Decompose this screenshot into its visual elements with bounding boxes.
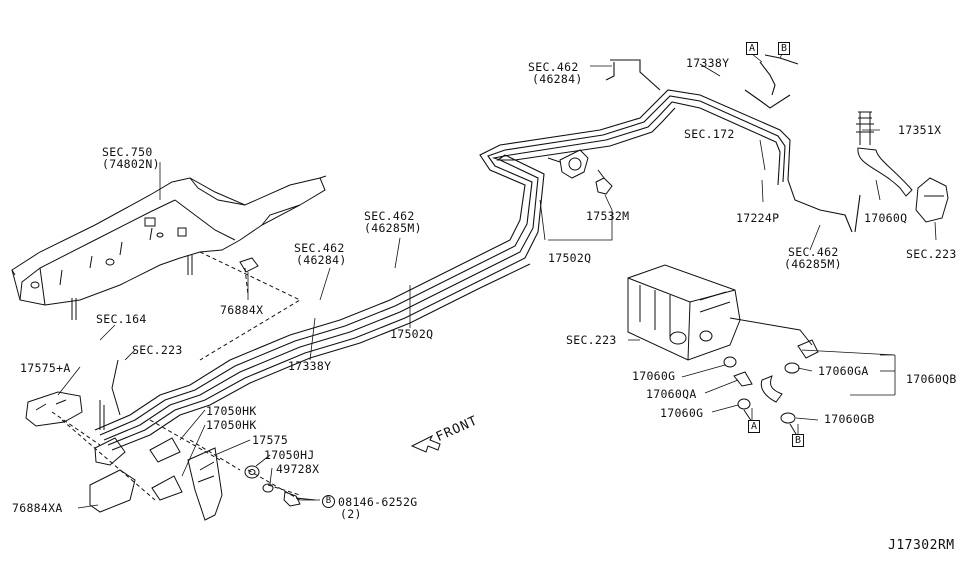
label-17338y-bottom: 17338Y — [288, 359, 332, 373]
label-sec223-canister: SEC.223 — [566, 333, 617, 347]
label-sec462-mid-sub: (46285M) — [364, 221, 422, 235]
label-17502q-bottom: 17502Q — [390, 327, 434, 341]
label-sec750-sub: (74802N) — [102, 157, 160, 171]
label-17050hk-1: 17050HK — [206, 404, 257, 418]
vent-valve — [548, 150, 612, 194]
label-17060gb: 17060GB — [824, 412, 875, 426]
label-sec223-right: SEC.223 — [906, 247, 957, 261]
bolt-symbol-icon: B — [322, 495, 335, 508]
hoses-upper-right — [856, 112, 948, 222]
ref-box-b-bottom: B — [792, 434, 805, 447]
label-17532m: 17532M — [586, 209, 630, 223]
label-49728x: 49728X — [276, 462, 320, 476]
front-arrow — [412, 436, 440, 452]
ref-box-b-top: B — [778, 42, 791, 55]
label-17224p: 17224P — [736, 211, 780, 225]
label-76884xa: 76884XA — [12, 501, 63, 515]
label-17060q: 17060Q — [864, 211, 908, 225]
bracket-assembly — [26, 360, 315, 520]
label-76884x: 76884X — [220, 303, 264, 317]
label-sec164: SEC.164 — [96, 312, 147, 326]
label-17060ga: 17060GA — [818, 364, 869, 378]
label-sec462-right: SEC.462 — [788, 245, 839, 259]
canister-hoses — [724, 340, 818, 434]
label-17338y-top: 17338Y — [686, 56, 730, 70]
diagram-code: J17302RM — [888, 538, 955, 553]
label-17060qa: 17060QA — [646, 387, 697, 401]
label-sec462-mid: SEC.462 — [364, 209, 415, 223]
fuel-tubes — [95, 55, 860, 450]
label-sec462-left-sub: (46284) — [296, 253, 347, 267]
label-17050hj: 17050HJ — [264, 448, 315, 462]
canister — [628, 265, 812, 360]
ref-box-a-bottom: A — [748, 420, 761, 433]
label-17502q-top: 17502Q — [548, 251, 592, 265]
label-sec462-left: SEC.462 — [294, 241, 345, 255]
ref-box-a-top: A — [746, 42, 759, 55]
label-17050hk-2: 17050HK — [206, 418, 257, 432]
label-17351x: 17351X — [898, 123, 942, 137]
label-sec462-right-sub: (46285M) — [784, 257, 842, 271]
label-17060g-1: 17060G — [632, 369, 676, 383]
label-17575: 17575 — [252, 433, 289, 447]
dashed-leaders — [52, 252, 300, 500]
frame-member — [12, 176, 326, 320]
label-17575-a: 17575+A — [20, 361, 71, 375]
label-17060g-2: 17060G — [660, 406, 704, 420]
label-17060qb: 17060QB — [906, 372, 957, 386]
label-sec462-top: SEC.462 — [528, 60, 579, 74]
label-sec223-left: SEC.223 — [132, 343, 183, 357]
label-sec750: SEC.750 — [102, 145, 153, 159]
label-08146-qty: (2) — [340, 507, 362, 521]
label-sec462-top-sub: (46284) — [532, 72, 583, 86]
leader-lines — [58, 54, 936, 508]
label-08146-6252g: 08146-6252G — [338, 495, 418, 509]
label-sec172: SEC.172 — [684, 127, 735, 141]
